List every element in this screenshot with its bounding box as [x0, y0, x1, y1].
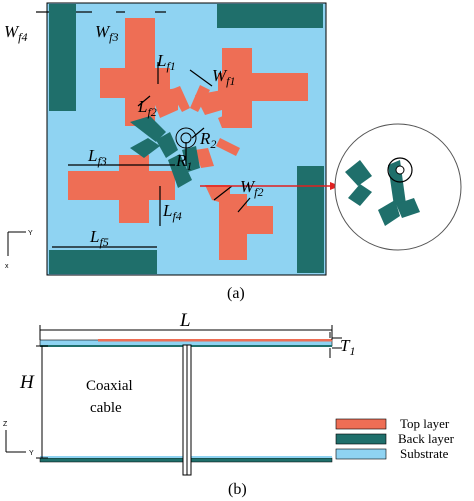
legend-swatch-top-layer — [335, 418, 387, 430]
back-strip-bottom-left — [49, 250, 157, 274]
label-wf1: Wf1 — [212, 66, 236, 88]
axis-a-horizontal-label: Y — [28, 230, 33, 237]
label-lf1: Lf1 — [156, 51, 176, 73]
caption-b: (b) — [228, 481, 247, 498]
label-lf2: Lf2 — [137, 97, 157, 119]
axis-a-vertical-label: x — [5, 263, 9, 270]
back-strip-bottom-right — [297, 166, 324, 273]
label-l: L — [179, 310, 191, 331]
coax-label-line1: Coaxial — [86, 378, 133, 394]
label-r2: R2 — [199, 129, 216, 151]
label-t1: T1 — [340, 336, 355, 358]
panel-a-top-view: Wf4 Wf3 Lf1 Wf1 Lf2 R2 R1 Lf3 Lf4 Wf2 Lf… — [4, 2, 462, 302]
legend: Top layer Back layer Substrate — [335, 416, 455, 461]
axes-indicator-b — [5, 430, 26, 453]
dimension-lines — [36, 11, 251, 248]
label-lf4: Lf4 — [162, 201, 182, 223]
axis-b-horizontal-label: Y — [29, 450, 34, 457]
legend-label-substrate: Substrate — [400, 446, 449, 461]
zoom-feed-outer — [387, 157, 413, 183]
label-lf3: Lf3 — [87, 146, 107, 168]
legend-label-top-layer: Top layer — [400, 416, 450, 431]
substrate-square — [46, 2, 327, 276]
label-r1: R1 — [175, 151, 192, 173]
label-lf5: Lf5 — [89, 227, 109, 249]
panel-b-side-view: L T1 H Coaxial cable Z Y Top layer Back … — [3, 310, 455, 498]
label-wf4: Wf4 — [4, 22, 28, 44]
top-arm-lower-right — [205, 185, 273, 260]
label-wf3: Wf3 — [95, 22, 119, 44]
coax-label-line2: cable — [90, 400, 122, 416]
caption-a: (a) — [227, 285, 245, 302]
label-h: H — [19, 372, 35, 393]
label-wf2: Wf2 — [240, 177, 264, 199]
legend-swatch-substrate — [335, 448, 387, 460]
legend-swatch-back-layer — [335, 433, 387, 445]
axes-indicator-a — [7, 231, 26, 256]
back-strip-top-left — [49, 4, 76, 111]
side-top-patch — [98, 339, 332, 342]
top-arm-lower-left — [68, 155, 175, 223]
axis-b-vertical-label: Z — [3, 421, 8, 428]
back-strip-top-right — [217, 4, 323, 28]
zoom-feed-inner — [395, 165, 405, 175]
top-center-stubs — [170, 85, 242, 168]
side-dimension-lines — [36, 325, 342, 459]
legend-label-back-layer: Back layer — [398, 431, 455, 446]
